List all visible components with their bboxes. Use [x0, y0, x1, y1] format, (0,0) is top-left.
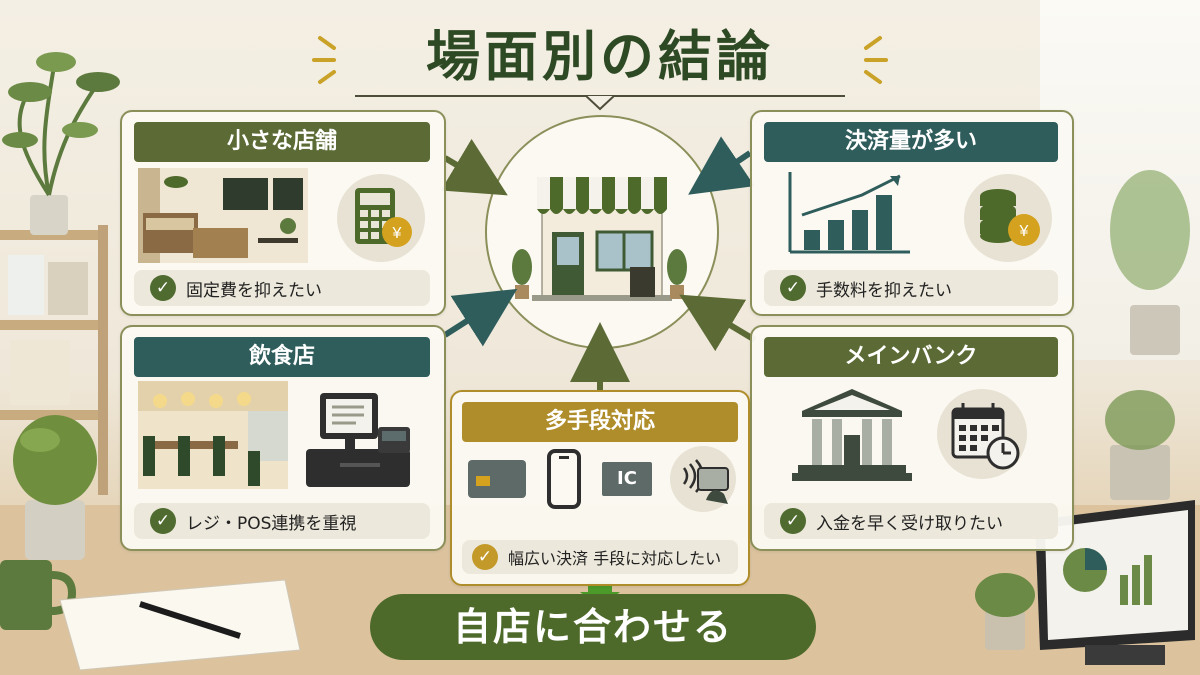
- panel-multi-method: 多手段対応 IC ✓ 幅広い決済 手段に対応したい: [450, 390, 750, 586]
- multi-method-check-text: 幅広い決済 手段に対応したい: [508, 549, 722, 568]
- high-volume-check-text: 手数料を抑えたい: [816, 280, 952, 301]
- high-volume-header: 決済量が多い: [764, 122, 1058, 162]
- panel-high-volume: 決済量が多い ¥ ✓ 手数料を抑えたい: [750, 110, 1074, 316]
- restaurant-check: ✓ レジ・POS連携を重視: [134, 503, 430, 539]
- arrow-restaurant: [443, 288, 518, 347]
- arrow-main-bank: [679, 294, 757, 352]
- title-pointer: [585, 95, 615, 111]
- smartphone-icon: [547, 449, 581, 509]
- check-icon: ✓: [780, 275, 806, 301]
- panel-small-store: 小さな店舗 ¥ ✓ 固定費を抑えたい: [120, 110, 446, 316]
- svg-text:¥: ¥: [392, 225, 402, 242]
- contactless-tap-icon: [670, 446, 736, 512]
- panel-restaurant: 飲食店 ✓ レジ・POS連携を重視: [120, 325, 446, 551]
- main-bank-header: メインバンク: [764, 337, 1058, 377]
- small-store-header: 小さな店舗: [134, 122, 430, 162]
- panel-main-bank: メインバンク ✓ 入金を早く受け取りたい: [750, 325, 1074, 551]
- bank-icon: [792, 389, 912, 481]
- check-icon: ✓: [472, 544, 498, 570]
- store-icon: [512, 177, 687, 301]
- calendar-clock-icon: [937, 389, 1027, 479]
- ic-card-icon: IC: [602, 462, 652, 496]
- small-store-check: ✓ 固定費を抑えたい: [134, 270, 430, 306]
- restaurant-check-text: レジ・POS連携を重視: [186, 513, 357, 534]
- multi-method-check: ✓ 幅広い決済 手段に対応したい: [462, 540, 738, 574]
- restaurant-illustration: [138, 381, 288, 489]
- check-icon: ✓: [780, 508, 806, 534]
- main-bank-check: ✓ 入金を早く受け取りたい: [764, 503, 1058, 539]
- check-icon: ✓: [150, 275, 176, 301]
- conclusion-banner: 自店に合わせる: [370, 594, 816, 660]
- calculator-icon: ¥: [337, 174, 425, 262]
- restaurant-header: 飲食店: [134, 337, 430, 377]
- pos-register-icon: [300, 385, 420, 495]
- arrow-high-volume: [688, 136, 755, 195]
- svg-text:¥: ¥: [1019, 223, 1029, 240]
- cafe-illustration: [138, 168, 308, 263]
- small-store-check-text: 固定費を抑えたい: [186, 280, 322, 301]
- high-volume-check: ✓ 手数料を抑えたい: [764, 270, 1058, 306]
- credit-card-icon: [468, 460, 526, 498]
- coins-icon: ¥: [964, 174, 1052, 262]
- arrow-small-store: [440, 138, 508, 196]
- check-icon: ✓: [150, 508, 176, 534]
- page-title: 場面別の結論: [426, 25, 774, 88]
- bar-growth-icon: [788, 172, 910, 254]
- main-bank-check-text: 入金を早く受け取りたい: [816, 513, 1003, 534]
- multi-method-header: 多手段対応: [462, 402, 738, 442]
- title-sparks: [312, 36, 888, 84]
